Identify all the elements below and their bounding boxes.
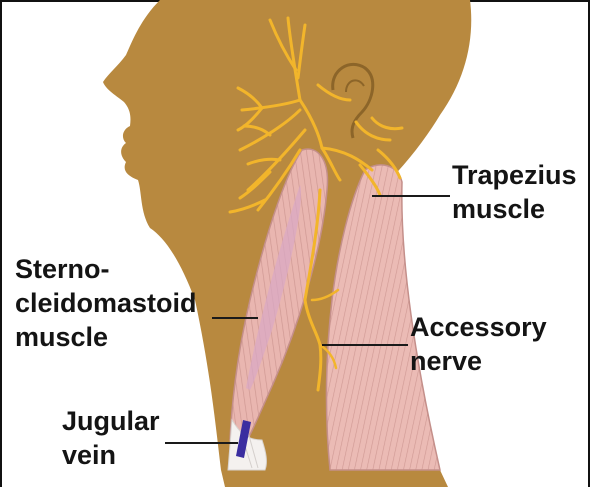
trapezius-label-line2: muscle (452, 192, 577, 226)
jugular-label-line1: Jugular (62, 404, 160, 438)
jugular-vein-label: Jugular vein (62, 404, 160, 472)
accessory-label-line1: Accessory (410, 310, 547, 344)
trapezius-label-line1: Trapezius (452, 158, 577, 192)
sternocleidomastoid-label-line2: cleidomastoid (15, 286, 197, 320)
sternocleidomastoid-label-line3: muscle (15, 320, 197, 354)
accessory-label-line2: nerve (410, 344, 547, 378)
trapezius-label: Trapezius muscle (452, 158, 577, 226)
sternocleidomastoid-label-line1: Sterno- (15, 252, 197, 286)
accessory-nerve-label: Accessory nerve (410, 310, 547, 378)
sternocleidomastoid-label: Sterno- cleidomastoid muscle (15, 252, 197, 354)
jugular-label-line2: vein (62, 438, 160, 472)
